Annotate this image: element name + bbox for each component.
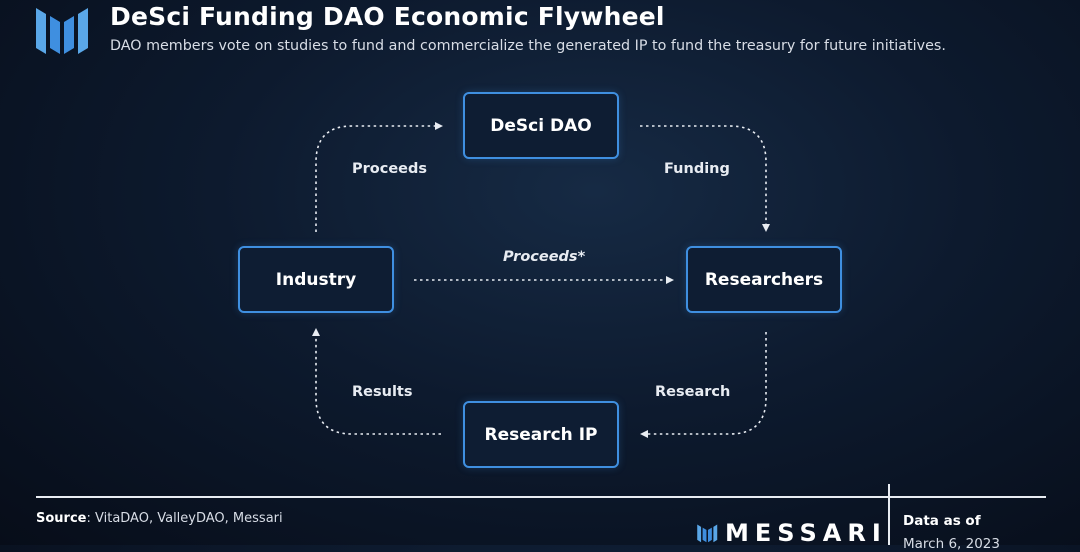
data-as-of-label: Data as of (903, 513, 981, 529)
footer-vertical-divider (888, 484, 890, 545)
source-label: Source (36, 511, 87, 526)
source-text: : VitaDAO, ValleyDAO, Messari (86, 511, 283, 526)
data-date: March 6, 2023 (903, 536, 1000, 552)
edge-desci-to-researchers (640, 125, 770, 232)
edge-ip-to-industry (312, 328, 441, 435)
edge-label-proceeds: Proceeds (352, 161, 428, 177)
page-title: DeSci Funding DAO Economic Flywheel (110, 2, 665, 31)
brand-name: MESSARI (725, 519, 887, 547)
node-industry: Industry (238, 246, 394, 313)
edge-industry-to-desci (315, 122, 443, 232)
edge-label-proceeds-star: Proceeds* (503, 249, 586, 265)
edge-label-funding: Funding (664, 161, 730, 177)
brand-wordmark: MESSARI (697, 519, 887, 547)
source-note: Source: VitaDAO, ValleyDAO, Messari (36, 511, 283, 526)
footer-divider (36, 496, 1046, 498)
node-researchers: Researchers (686, 246, 842, 313)
edge-label-results: Results (352, 384, 413, 400)
node-desci-dao: DeSci DAO (463, 92, 619, 159)
messari-logo-icon (36, 8, 88, 54)
node-research-ip: Research IP (463, 401, 619, 468)
page-subtitle: DAO members vote on studies to fund and … (110, 38, 946, 54)
messari-mark-icon (697, 524, 718, 543)
edge-label-research: Research (655, 384, 731, 400)
edge-researchers-to-ip (640, 332, 767, 438)
